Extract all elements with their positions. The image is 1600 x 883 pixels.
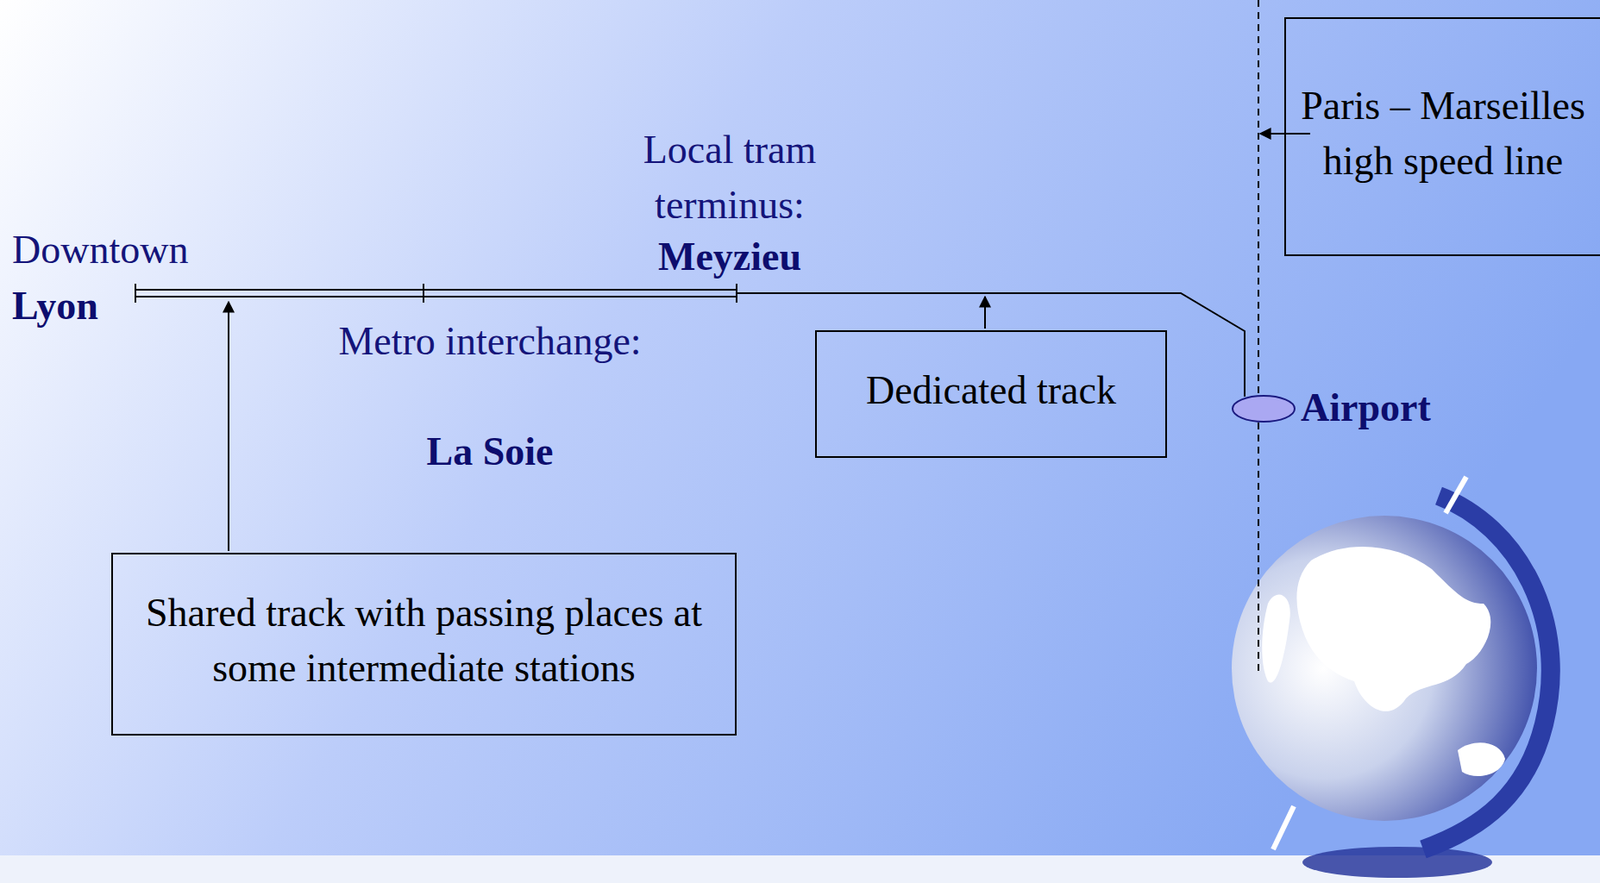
callout-box: Paris – Marseilles high speed line [1284, 17, 1600, 257]
airport-station [1232, 395, 1295, 422]
place-name: Airport [1300, 380, 1431, 436]
leader-arrow [227, 301, 230, 552]
place-name: La Soie [317, 424, 663, 480]
box-text: Shared track with passing places at some… [121, 585, 727, 697]
high-speed-line [1257, 0, 1260, 672]
box-text: Paris – Marseilles high speed line [1298, 78, 1588, 189]
place-label: Metro interchange: [317, 313, 663, 370]
callout-box: Shared track with passing places at some… [111, 552, 737, 736]
place-label: Downtown [12, 222, 189, 278]
place-label: Local tram terminus: [583, 122, 877, 233]
callout-box: Dedicated track [815, 330, 1168, 459]
place-name: Meyzieu [583, 229, 877, 285]
globe-icon [1231, 476, 1551, 879]
leader-arrow [984, 296, 986, 329]
box-text: Dedicated track [825, 363, 1157, 419]
place-name: Lyon [12, 278, 99, 334]
